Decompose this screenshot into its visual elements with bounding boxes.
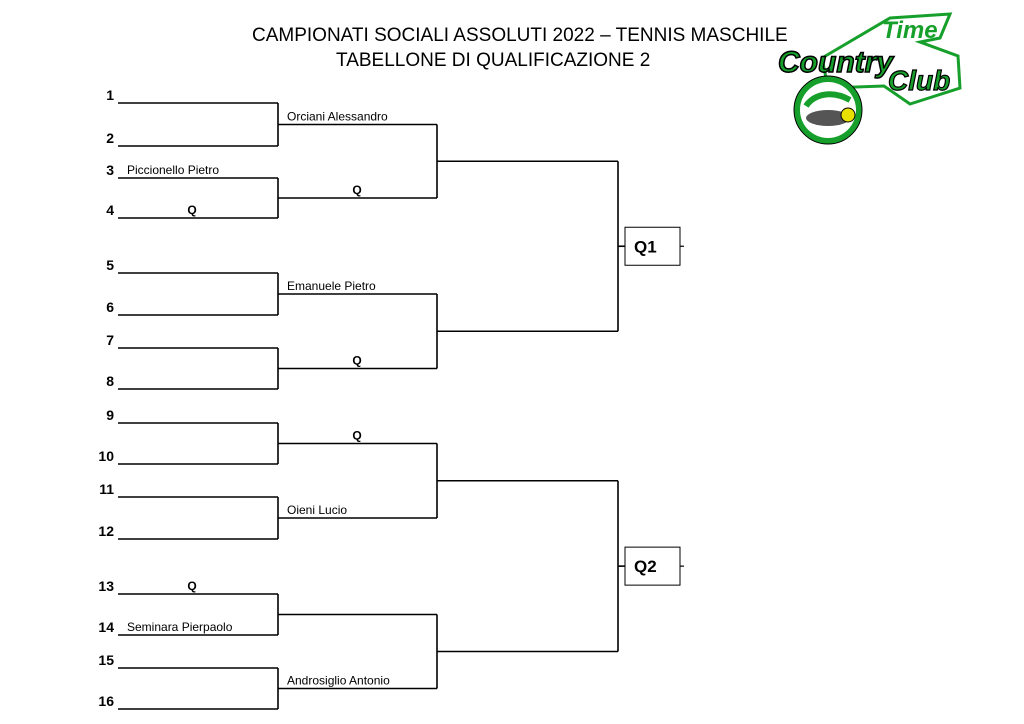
country-time-club-logo: Country Time Club	[777, 12, 962, 145]
seed-number: 9	[106, 407, 114, 423]
seed-number: 13	[98, 578, 114, 594]
seed-number: 2	[106, 130, 114, 146]
seed-number: 7	[106, 332, 114, 348]
tennis-ball-icon	[840, 107, 856, 123]
player-name: Q	[187, 579, 196, 593]
player-name: Emanuele Pietro	[287, 279, 376, 293]
logo-club-text: Club	[888, 65, 950, 96]
seed-number: 11	[99, 481, 114, 497]
seed-number: 6	[106, 299, 114, 315]
logo-time-text: Time	[882, 17, 938, 44]
seed-number: 4	[106, 202, 114, 218]
seed-number: 1	[106, 87, 114, 103]
seed-number: 14	[98, 619, 114, 635]
seed-number: 3	[106, 162, 114, 178]
player-name: Piccionello Pietro	[127, 163, 219, 177]
qualifier-box	[624, 226, 681, 266]
seed-number: 12	[98, 523, 114, 539]
page-title: CAMPIONATI SOCIALI ASSOLUTI 2022 – TENNI…	[252, 25, 788, 46]
page-subtitle: TABELLONE DI QUALIFICAZIONE 2	[336, 50, 651, 71]
player-name: Q	[187, 203, 196, 217]
seed-number: 8	[106, 373, 114, 389]
seed-number: 5	[106, 257, 114, 273]
qualifier-label: Q1	[634, 237, 657, 256]
player-name: Q	[352, 354, 361, 368]
player-name: Q	[352, 429, 361, 443]
seed-number: 10	[98, 448, 114, 464]
player-name: Orciani Alessandro	[287, 110, 388, 124]
qualifier-box	[624, 546, 681, 586]
logo-country-text: Country	[778, 46, 894, 79]
qualifier-label: Q2	[634, 557, 657, 576]
player-name: Q	[352, 183, 361, 197]
seed-number: 16	[98, 693, 114, 709]
player-name: Oieni Lucio	[287, 503, 347, 517]
seed-number: 15	[98, 652, 114, 668]
player-name: Androsiglio Antonio	[287, 674, 390, 688]
player-name: Seminara Pierpaolo	[127, 620, 233, 634]
